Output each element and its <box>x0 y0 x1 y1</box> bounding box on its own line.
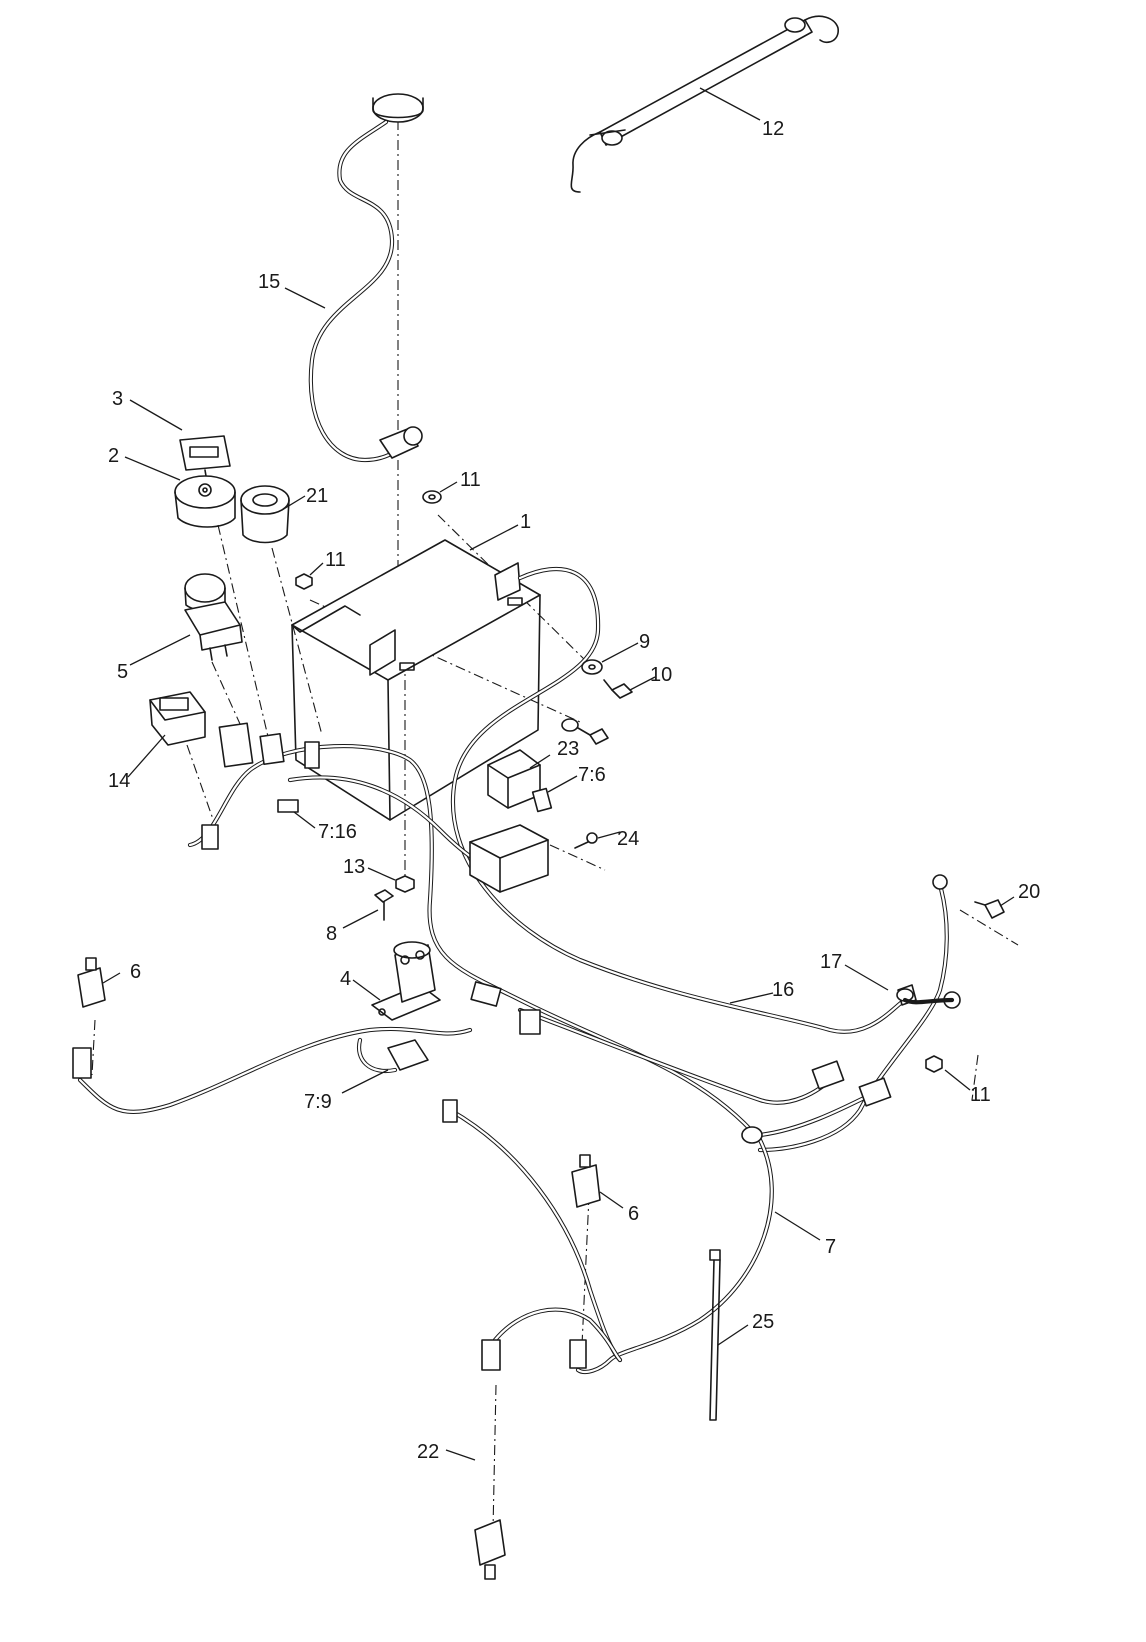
callout-22: 22 <box>417 1441 439 1463</box>
callout-14: 14 <box>108 770 130 792</box>
callout-16: 16 <box>772 979 794 1001</box>
callout-12: 12 <box>762 118 784 140</box>
part-7-6-fuse <box>531 787 553 813</box>
callout-6-left: 6 <box>130 961 141 983</box>
relay-fuse-block <box>469 824 549 893</box>
part-3-ignition-key <box>179 435 231 483</box>
part-4-starter-solenoid <box>371 941 441 1021</box>
callout-21: 21 <box>306 485 328 507</box>
callout-1: 1 <box>520 511 531 533</box>
callout-leaders <box>102 87 1015 1461</box>
callout-2: 2 <box>108 445 119 467</box>
callout-8: 8 <box>326 923 337 945</box>
callout-7-16: 7:16 <box>318 821 357 843</box>
part-1-battery <box>291 539 541 821</box>
hardware-fasteners <box>295 490 1005 1073</box>
callout-7-6: 7:6 <box>578 764 606 786</box>
callout-4: 4 <box>340 968 351 990</box>
part-17-ground-cable <box>757 874 961 1153</box>
callout-3: 3 <box>112 388 123 410</box>
part-21-power-outlet <box>240 485 290 544</box>
callout-7: 7 <box>825 1236 836 1258</box>
part-5-pto-switch <box>184 573 243 661</box>
callout-13: 13 <box>343 856 365 878</box>
part-25-cable-tie <box>709 1249 721 1421</box>
callout-23: 23 <box>557 738 579 760</box>
callout-6-right: 6 <box>628 1203 639 1225</box>
part-15-battery-cable <box>308 93 424 463</box>
callout-25: 25 <box>752 1311 774 1333</box>
callout-11-right: 11 <box>970 1084 991 1106</box>
part-12-battery-strap <box>570 15 839 193</box>
callout-11-top: 11 <box>460 469 481 491</box>
callout-24: 24 <box>617 828 639 850</box>
callout-5: 5 <box>117 661 128 683</box>
callout-9: 9 <box>639 631 650 653</box>
part-22-seat-switch <box>474 1519 506 1580</box>
callout-17: 17 <box>820 951 842 973</box>
part-23-relay <box>487 749 541 809</box>
callout-10: 10 <box>650 664 672 686</box>
assembly-centerlines <box>91 100 1019 1531</box>
callout-20: 20 <box>1018 881 1040 903</box>
part-6-interlock-switch-right <box>571 1154 601 1208</box>
part-6-interlock-switch-left <box>77 957 106 1008</box>
part-7-main-harness <box>72 722 892 1375</box>
part-14-hour-meter <box>149 691 206 746</box>
part-2-ignition-switch <box>174 475 236 528</box>
callout-labels: 12 15 3 2 11 21 1 11 9 5 10 23 7:6 14 7:… <box>108 118 1040 1463</box>
callout-11-left: 11 <box>325 549 346 571</box>
callout-7-9: 7:9 <box>304 1091 332 1113</box>
callout-15: 15 <box>258 271 280 293</box>
